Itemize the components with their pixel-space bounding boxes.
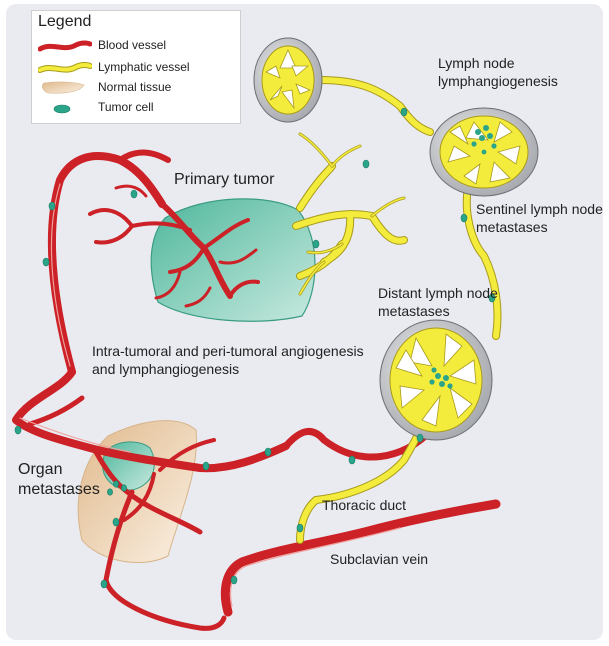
distant-lymph-node: [380, 320, 492, 440]
blood-vessel-swatch-icon: [38, 38, 92, 54]
legend-item-blood-vessel: Blood vessel: [32, 37, 240, 57]
label-organ-metastases: Organ metastases: [18, 460, 128, 500]
legend: Legend Blood vessel Lymphatic vessel Nor…: [31, 10, 241, 124]
label-distant-metastases: Distant lymph node metastases: [378, 284, 510, 320]
label-lymph-node-lymphangiogenesis: Lymph node lymphangiogenesis: [438, 54, 588, 90]
label-primary-tumor: Primary tumor: [174, 170, 274, 190]
legend-item-lymphatic-vessel: Lymphatic vessel: [32, 59, 240, 79]
legend-label: Tumor cell: [98, 100, 154, 114]
label-thoracic-duct: Thoracic duct: [322, 496, 406, 514]
lymphatic-vessel-swatch-icon: [38, 60, 92, 76]
legend-label: Normal tissue: [98, 80, 171, 94]
legend-title: Legend: [38, 13, 91, 31]
tumor-cell-swatch-icon: [38, 100, 92, 116]
legend-item-tumor-cell: Tumor cell: [32, 99, 240, 119]
sentinel-lymph-node: [430, 108, 538, 196]
legend-label: Lymphatic vessel: [98, 60, 190, 74]
legend-label: Blood vessel: [98, 38, 166, 52]
label-angiogenesis: Intra-tumoral and peri-tumoral angiogene…: [92, 342, 382, 378]
legend-item-normal-tissue: Normal tissue: [32, 79, 240, 99]
normal-tissue-swatch-icon: [38, 80, 92, 96]
label-sentinel-metastases: Sentinel lymph node metastases: [476, 200, 604, 236]
label-subclavian-vein: Subclavian vein: [330, 550, 428, 568]
lymph-node-top: [254, 38, 322, 122]
